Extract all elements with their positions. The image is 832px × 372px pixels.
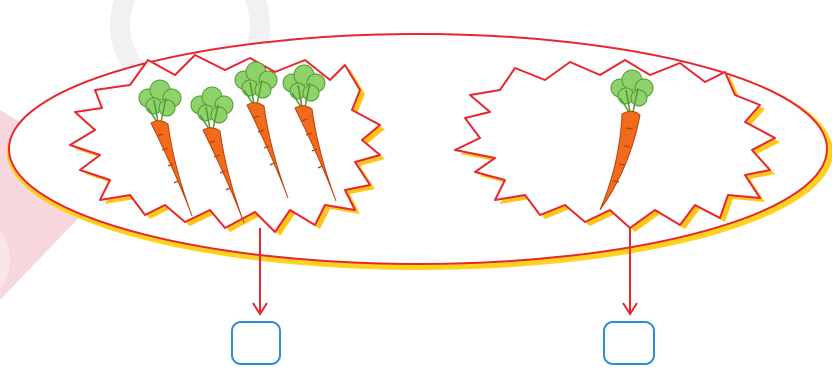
left-answer-box[interactable]	[232, 322, 280, 364]
right-answer-box[interactable]	[604, 322, 654, 364]
